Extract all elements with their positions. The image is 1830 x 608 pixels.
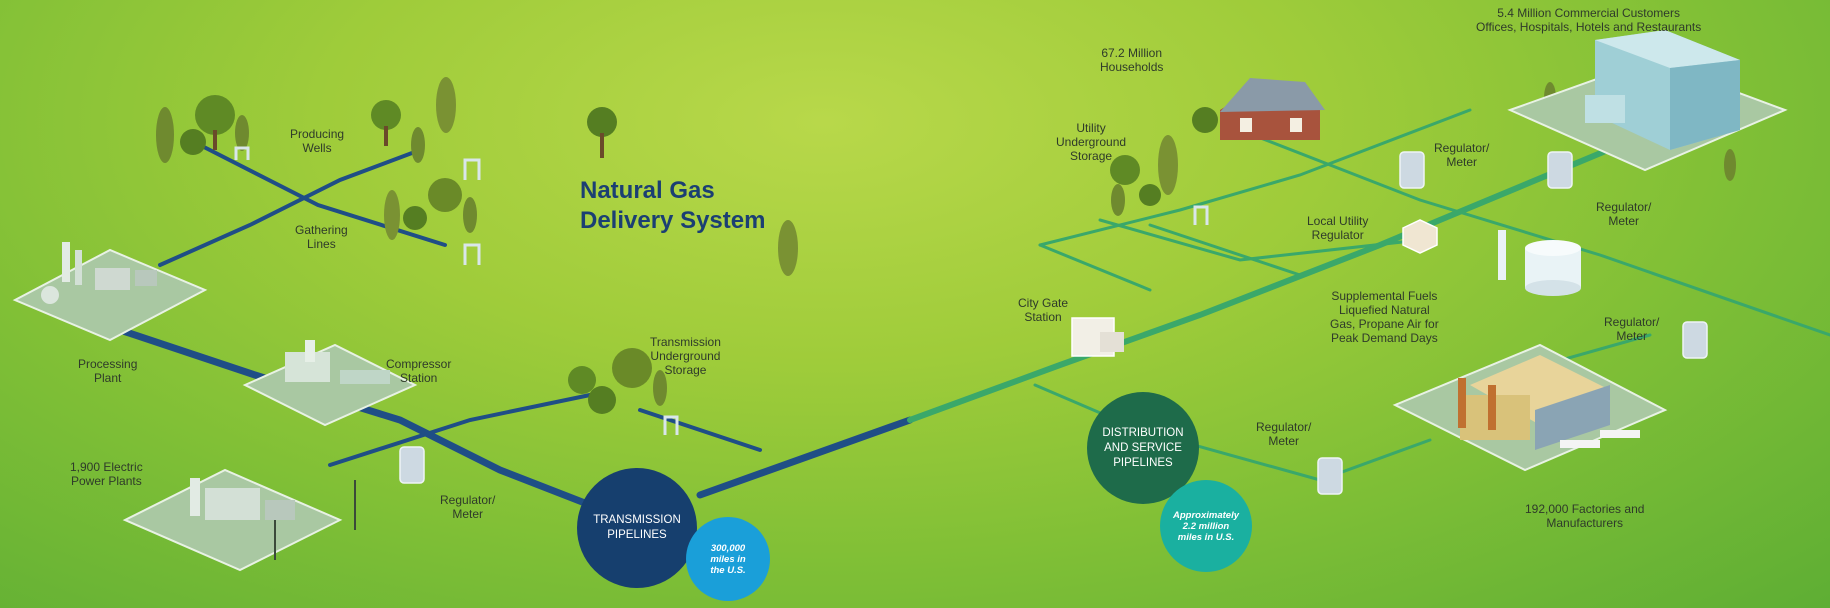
transmission-pipeline-network (116, 143, 914, 509)
electric-power-plant (122, 468, 356, 572)
label-commercial-customers: 5.4 Million Commercial Customers Offices… (1476, 6, 1701, 34)
label-local-utility-regulator: Local Utility Regulator (1307, 214, 1368, 242)
label-compressor-station: Compressor Station (386, 357, 451, 385)
label-line: Power Plants (71, 474, 142, 488)
title-line-1: Natural Gas (580, 177, 715, 204)
label-line: Storage (664, 363, 707, 377)
badge-line: 2.2 million (1182, 520, 1230, 532)
label-line: 1,900 Electric (70, 460, 143, 474)
label-line: Lines (307, 237, 336, 251)
label-gathering-lines: Gathering Lines (295, 223, 348, 251)
compressor-station (242, 340, 418, 427)
label-line: Station (1024, 310, 1062, 324)
label-regulator-meter-5: Regulator/ Meter (1256, 420, 1311, 448)
label-line: Regulator/ (1434, 141, 1490, 155)
label-line: Meter (1446, 155, 1478, 169)
badge-line: PIPELINES (607, 529, 667, 541)
diagram-title: Natural Gas Delivery System (580, 176, 765, 236)
label-transmission-storage: Transmission Underground Storage (650, 335, 721, 377)
transmission-miles-badge: 300,000 miles in the U.S. (686, 517, 770, 601)
label-line: Meter (1616, 329, 1648, 343)
label-line: Gas, Propane Air for (1330, 317, 1439, 331)
badge-line: PIPELINES (1113, 456, 1173, 469)
label-line: Regulator/ (1596, 200, 1652, 214)
badge-line: the U.S. (710, 564, 746, 576)
label-supplemental-fuels: Supplemental Fuels Liquefied Natural Gas… (1330, 289, 1439, 345)
label-line: Storage (1070, 149, 1113, 163)
label-line: Compressor (386, 357, 452, 371)
label-line: Local Utility (1307, 214, 1369, 228)
label-producing-wells: Producing Wells (290, 127, 344, 155)
label-regulator-meter-3: Regulator/ Meter (1596, 200, 1651, 228)
label-line: Gathering (295, 223, 348, 237)
badge-line: miles in U.S. (1177, 531, 1235, 543)
badge-line: DISTRIBUTION (1102, 426, 1184, 439)
title-line-2: Delivery System (580, 207, 766, 234)
trees (156, 77, 1736, 414)
label-line: Station (400, 371, 438, 385)
transmission-pipelines-badge: TRANSMISSION PIPELINES (577, 468, 697, 588)
label-line: Meter (1608, 214, 1640, 228)
label-regulator-meter-2: Regulator/ Meter (1434, 141, 1489, 169)
lng-storage-tank (1498, 230, 1581, 296)
label-line: Supplemental Fuels (1331, 289, 1438, 303)
label-line: Regulator/ (1256, 420, 1312, 434)
label-line: Regulator/ (1604, 315, 1660, 329)
label-line: Producing (290, 127, 345, 141)
label-line: Processing (78, 357, 138, 371)
label-city-gate-station: City Gate Station (1018, 296, 1068, 324)
label-electric-power-plants: 1,900 Electric Power Plants (70, 460, 143, 488)
label-line: Regulator/ (440, 493, 496, 507)
label-line: 192,000 Factories and (1525, 502, 1645, 516)
label-line: Regulator (1311, 228, 1364, 242)
label-line: Households (1100, 60, 1164, 74)
label-line: City Gate (1018, 296, 1069, 310)
label-line: Plant (94, 371, 122, 385)
badge-line: 300,000 (710, 542, 746, 554)
label-processing-plant: Processing Plant (78, 357, 137, 385)
local-utility-regulator (1402, 219, 1438, 254)
label-line: Meter (452, 507, 484, 521)
distribution-miles-badge: Approximately 2.2 million miles in U.S. (1160, 480, 1252, 572)
label-line: Underground (1056, 135, 1127, 149)
distribution-pipelines-badge: DISTRIBUTION AND SERVICE PIPELINES (1087, 392, 1199, 504)
badge-line: Approximately (1173, 509, 1239, 521)
label-line: 5.4 Million Commercial Customers (1497, 6, 1680, 20)
label-line: Transmission (650, 335, 721, 349)
label-households: 67.2 Million Households (1100, 46, 1163, 74)
badge-line: AND SERVICE (1104, 441, 1182, 454)
label-regulator-meter-4: Regulator/ Meter (1604, 315, 1659, 343)
processing-plant (12, 242, 208, 342)
label-utility-storage: Utility Underground Storage (1056, 121, 1126, 163)
label-line: Meter (1268, 434, 1300, 448)
label-line: Manufacturers (1546, 516, 1624, 530)
label-line: Peak Demand Days (1331, 331, 1438, 345)
label-line: Offices, Hospitals, Hotels and Restauran… (1476, 20, 1702, 34)
household-house (1220, 78, 1325, 140)
city-gate-station (1071, 317, 1124, 357)
label-regulator-meter-1: Regulator/ Meter (440, 493, 495, 521)
label-line: 67.2 Million (1101, 46, 1163, 60)
label-line: Utility (1076, 121, 1106, 135)
wellheads (234, 146, 1209, 435)
label-line: Liquefied Natural (1339, 303, 1430, 317)
badge-line: miles in (710, 553, 746, 565)
label-factories: 192,000 Factories and Manufacturers (1525, 502, 1644, 530)
label-line: Underground (650, 349, 721, 363)
commercial-building (1507, 30, 1788, 172)
label-line: Wells (302, 141, 332, 155)
factory (1392, 343, 1668, 472)
regulator-meters (399, 151, 1708, 495)
badge-line: TRANSMISSION (593, 514, 681, 526)
